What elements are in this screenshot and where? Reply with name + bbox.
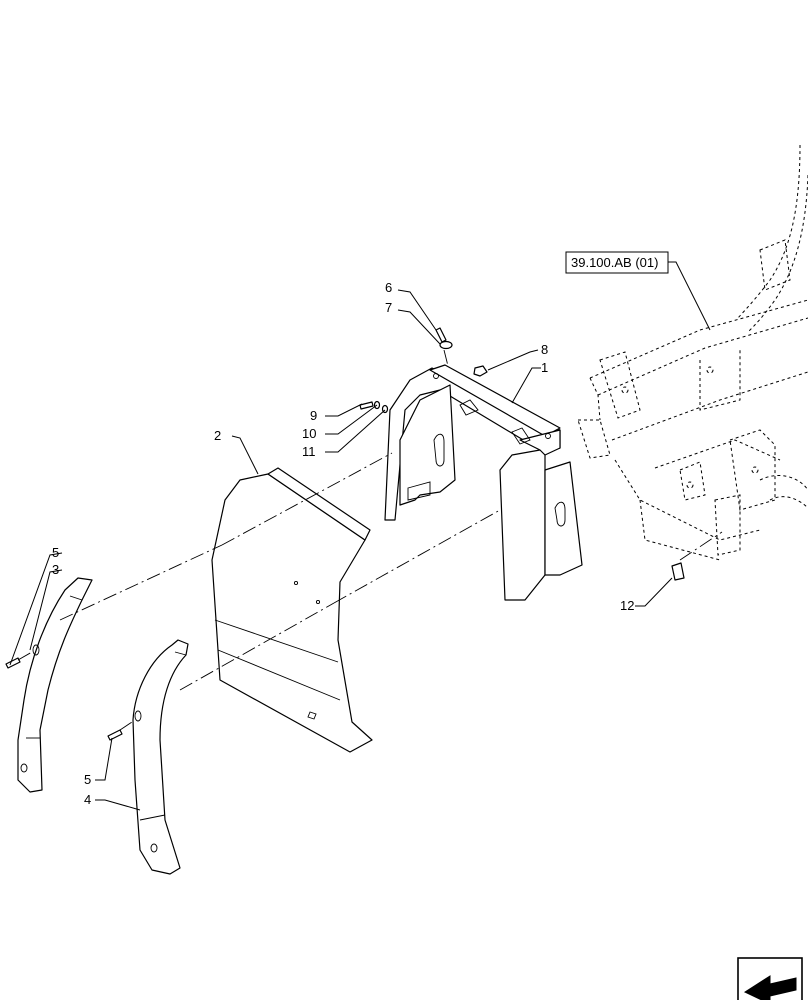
leader-lines: [9, 261, 711, 811]
callout-10: 10: [302, 426, 316, 441]
callout-12: 12: [620, 598, 634, 613]
callout-11: 11: [302, 444, 316, 459]
part-3-side-trim: [17, 577, 93, 793]
callout-1: 1: [541, 360, 548, 375]
assembly-lines: [17, 349, 723, 731]
pin-12-icon: [671, 562, 685, 581]
part-1-support-frame: [384, 364, 583, 601]
callout-6: 6: [385, 280, 392, 295]
reference-label[interactable]: 39.100.AB (01): [571, 255, 658, 270]
part-2-cover-panel: [211, 467, 373, 753]
tractor-frame-reference: [577, 144, 808, 561]
washer-7-icon: [439, 340, 453, 350]
callout-7: 7: [385, 300, 392, 315]
callout-2: 2: [214, 428, 221, 443]
nut-8-icon: [473, 365, 488, 377]
bolt-9-icon: [359, 401, 374, 410]
screw-5b-icon: [107, 729, 123, 741]
part-4-side-trim: [132, 639, 189, 875]
callout-labels: 6 7 8 1 9 10 11 2 5 3 5 4 12: [52, 280, 634, 807]
callout-3: 3: [52, 562, 59, 577]
reference-link[interactable]: 39.100.AB (01): [565, 251, 669, 274]
callout-5-upper: 5: [52, 545, 59, 560]
callout-4: 4: [84, 792, 91, 807]
screw-5a-icon: [5, 657, 21, 669]
arrow-return-icon[interactable]: [737, 957, 803, 1000]
callout-5-lower: 5: [84, 772, 91, 787]
bolt-6-icon: [435, 327, 447, 343]
callout-9: 9: [310, 408, 317, 423]
callout-8: 8: [541, 342, 548, 357]
